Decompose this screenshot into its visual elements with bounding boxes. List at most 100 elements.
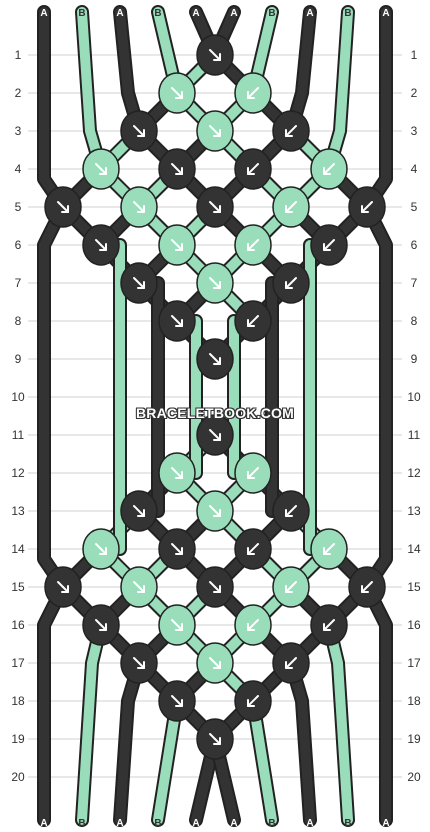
arrow-head <box>213 661 221 669</box>
arrow-shaft <box>171 87 183 99</box>
thread-segment <box>115 658 144 825</box>
strand-label-top: B <box>154 8 161 19</box>
arrow-shaft <box>247 467 259 479</box>
strand-label-top: A <box>116 8 123 19</box>
arrow-head <box>247 243 255 251</box>
strand-label-top: A <box>306 8 313 19</box>
knot-arrow-icon <box>133 657 145 669</box>
row-label-right: 7 <box>411 276 418 290</box>
row-label-left: 11 <box>12 428 25 442</box>
thread-segment <box>39 582 68 825</box>
arrow-shaft <box>247 543 259 555</box>
arrow-head <box>213 357 221 365</box>
knot-arrow-icon <box>285 277 297 289</box>
knot-arrow-icon <box>171 543 183 555</box>
arrow-head <box>99 243 107 251</box>
arrow-shaft <box>323 239 335 251</box>
knot-arrow-icon <box>133 201 145 213</box>
arrow-shaft <box>247 315 259 327</box>
arrow-head <box>285 585 293 593</box>
row-label-right: 18 <box>407 694 421 708</box>
arrow-shaft <box>171 315 183 327</box>
arrow-head <box>99 623 107 631</box>
knot-arrow-icon <box>247 619 259 631</box>
arrow-shaft <box>209 277 221 289</box>
arrow-shaft <box>361 581 373 593</box>
knot-arrow-icon <box>171 695 183 707</box>
row-label-left: 15 <box>11 580 25 594</box>
strand-label-bottom: A <box>382 818 389 829</box>
arrow-shaft <box>361 201 373 213</box>
row-label-right: 14 <box>407 542 421 556</box>
strand-label-bottom: B <box>78 818 85 829</box>
knot-arrow-icon <box>323 239 335 251</box>
arrow-shaft <box>57 581 69 593</box>
row-label-left: 5 <box>15 200 22 214</box>
knot-arrow-icon <box>247 315 259 327</box>
row-label-right: 19 <box>407 732 421 746</box>
strand-label-bottom: A <box>40 818 47 829</box>
knot-arrow-icon <box>247 695 259 707</box>
row-label-right: 12 <box>407 466 421 480</box>
thread-segment <box>324 620 353 825</box>
strand-label-bottom: A <box>306 818 313 829</box>
strand-label-bottom: B <box>268 818 275 829</box>
arrow-head <box>247 319 255 327</box>
row-label-right: 16 <box>407 618 421 632</box>
arrow-shaft <box>209 657 221 669</box>
knot-arrow-icon <box>285 657 297 669</box>
row-label-left: 6 <box>15 238 22 252</box>
arrow-head <box>213 585 221 593</box>
knot-arrow-icon <box>171 467 183 479</box>
strand-label-top: A <box>192 8 199 19</box>
arrow-shaft <box>209 125 221 137</box>
knot-arrow-icon <box>361 581 373 593</box>
arrow-head <box>61 205 69 213</box>
arrow-shaft <box>247 163 259 175</box>
knot-arrow-icon <box>171 87 183 99</box>
arrow-head <box>213 205 221 213</box>
row-label-right: 9 <box>411 352 418 366</box>
arrow-shaft <box>171 163 183 175</box>
arrow-shaft <box>95 239 107 251</box>
arrow-shaft <box>209 505 221 517</box>
row-label-left: 1 <box>15 48 22 62</box>
arrow-shaft <box>323 543 335 555</box>
row-label-left: 4 <box>15 162 22 176</box>
knot-arrow-icon <box>285 581 297 593</box>
arrow-head <box>323 167 331 175</box>
arrow-head <box>247 623 255 631</box>
arrow-shaft <box>209 733 221 745</box>
row-label-right: 17 <box>407 656 421 670</box>
knot-arrow-icon <box>133 581 145 593</box>
knot-arrow-icon <box>133 277 145 289</box>
knot-arrow-icon <box>209 125 221 137</box>
arrow-head <box>323 623 331 631</box>
strand-label-bottom: A <box>192 818 199 829</box>
strand-label-bottom: A <box>230 818 237 829</box>
row-label-right: 20 <box>407 770 421 784</box>
arrow-head <box>361 585 369 593</box>
arrow-shaft <box>209 353 221 365</box>
arrow-shaft <box>209 49 221 61</box>
knot-arrow-icon <box>209 49 221 61</box>
row-label-right: 4 <box>411 162 418 176</box>
thread-segment <box>39 7 68 212</box>
knot-arrow-icon <box>171 163 183 175</box>
strand-label-top: B <box>344 8 351 19</box>
arrow-shaft <box>323 163 335 175</box>
knot-arrow-icon <box>361 201 373 213</box>
knot-arrow-icon <box>285 125 297 137</box>
row-label-left: 20 <box>11 770 25 784</box>
knot-arrow-icon <box>133 505 145 517</box>
arrow-head <box>175 167 183 175</box>
arrow-head <box>175 623 183 631</box>
row-label-right: 1 <box>411 48 418 62</box>
arrow-shaft <box>171 695 183 707</box>
thread-segment <box>77 620 106 825</box>
knot-arrow-icon <box>247 467 259 479</box>
arrow-head <box>175 471 183 479</box>
row-label-left: 18 <box>11 694 25 708</box>
strand-label-bottom: B <box>344 818 351 829</box>
arrow-head <box>137 281 145 289</box>
